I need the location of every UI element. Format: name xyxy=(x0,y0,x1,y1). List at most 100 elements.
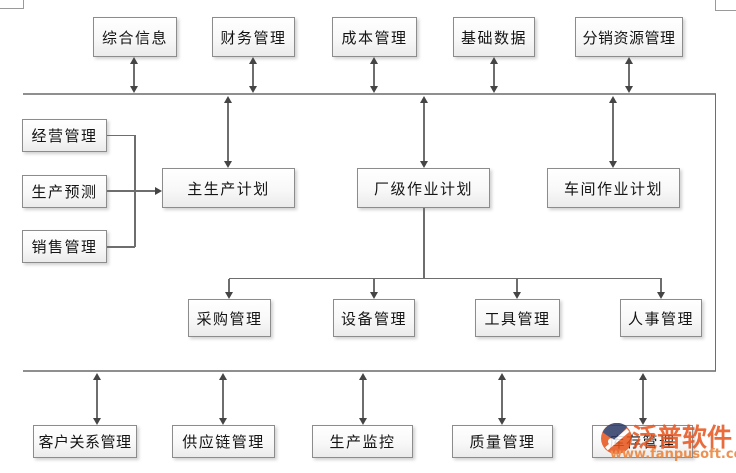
edge-bus-distribution-arrowhead-down xyxy=(625,86,633,93)
node-workshop-plan: 车间作业计划 xyxy=(547,168,680,208)
edge-bus-inventory-arrowhead-up xyxy=(639,373,647,380)
edge-bus-base-data-arrowhead-down xyxy=(490,86,498,93)
edge-bus-plant-plan-arrowhead-down xyxy=(420,161,428,168)
node-label: 经营管理 xyxy=(31,127,98,145)
node-label: 分销资源管理 xyxy=(582,28,676,47)
edge-branch-procurement-line xyxy=(228,279,230,293)
node-label: 销售管理 xyxy=(31,238,98,256)
edge-bus-distribution-line xyxy=(628,63,630,87)
node-label: 生产监控 xyxy=(329,433,396,451)
edge-bus-master-plan-arrowhead-up xyxy=(224,96,232,103)
node-base-data: 基础数据 xyxy=(453,17,535,57)
edge-bus-general-info-arrowhead-up xyxy=(130,57,138,64)
branch-bus-line xyxy=(228,277,662,280)
edge-bus-general-info-line xyxy=(133,63,135,87)
edge-bus-distribution-arrowhead-up xyxy=(625,57,633,64)
edge-bus-base-data-arrowhead-up xyxy=(490,57,498,64)
node-business: 经营管理 xyxy=(22,119,107,152)
node-label: 基础数据 xyxy=(460,28,527,47)
edge-bus-plant-plan-line xyxy=(423,102,425,162)
edge-bus-general-info-arrowhead-down xyxy=(130,86,138,93)
node-master-plan: 主生产计划 xyxy=(162,168,295,208)
edge-bus-finance-line xyxy=(252,63,254,87)
edge-bus-cost-arrowhead-down xyxy=(370,86,378,93)
edge-bus-quality-arrowhead-up xyxy=(498,373,506,380)
node-label: 质量管理 xyxy=(469,433,536,451)
node-label: 主生产计划 xyxy=(187,179,270,198)
node-label: 客户关系管理 xyxy=(38,433,132,451)
edge-bus-quality-arrowhead-down xyxy=(498,418,506,425)
edge-bus-finance-arrowhead-down xyxy=(249,86,257,93)
node-distribution: 分销资源管理 xyxy=(575,17,683,57)
node-label: 生产预测 xyxy=(31,183,98,201)
node-monitor: 生产监控 xyxy=(312,425,413,458)
edge-bus-master-plan-arrowhead-down xyxy=(224,161,232,168)
node-label: 综合信息 xyxy=(101,28,168,47)
top-right-partial-frame xyxy=(715,0,736,11)
edge-bus-workshop-plan-arrowhead-down xyxy=(609,161,617,168)
node-label: 采购管理 xyxy=(196,309,263,328)
edge-branch-hr-arrowhead-down xyxy=(657,292,665,299)
edge-bus-monitor-arrowhead-up xyxy=(359,373,367,380)
edge-bus-workshop-plan-line xyxy=(612,102,614,162)
node-label: 工具管理 xyxy=(484,309,551,328)
node-label: 厂级作业计划 xyxy=(373,179,473,198)
edge-branch-procurement-arrowhead-down xyxy=(225,292,233,299)
edge-branch-tools-line xyxy=(516,279,518,293)
node-scm: 供应链管理 xyxy=(172,425,275,458)
node-label: 车间作业计划 xyxy=(563,179,663,198)
top-left-partial-frame xyxy=(0,0,24,9)
edge-bus-monitor-arrowhead-down xyxy=(359,418,367,425)
edge-bus-cost-line xyxy=(373,63,375,87)
edge-business-stub-line xyxy=(107,134,135,136)
edge-branch-tools-arrowhead-down xyxy=(513,292,521,299)
edge-forecast-master-arrowhead xyxy=(155,187,162,196)
edge-branch-hr-line xyxy=(660,279,662,293)
node-cost: 成本管理 xyxy=(332,17,417,57)
edge-branch-equipment-line xyxy=(373,279,375,293)
edge-bus-finance-arrowhead-up xyxy=(249,57,257,64)
edge-bus-crm-arrowhead-down xyxy=(93,418,101,425)
edge-bus-scm-arrowhead-down xyxy=(219,418,227,425)
edge-bus-base-data-line xyxy=(493,63,495,87)
edge-bus-inventory-line xyxy=(642,379,644,419)
node-plant-plan: 厂级作业计划 xyxy=(357,168,490,208)
node-label: 设备管理 xyxy=(340,309,407,328)
top-bus-line xyxy=(23,93,716,95)
node-label: 成本管理 xyxy=(341,28,408,47)
node-quality: 质量管理 xyxy=(452,425,553,458)
bottom-bus-line xyxy=(23,370,716,372)
edge-forecast-master-line xyxy=(107,190,155,192)
watermark-brand-text: 泛普软件 xyxy=(632,423,733,452)
watermark: 泛普软件 www.fanpusoft.com xyxy=(598,420,736,464)
edge-plant-plan-down-line xyxy=(423,208,425,279)
node-sales: 销售管理 xyxy=(22,230,107,263)
edge-bus-crm-arrowhead-up xyxy=(93,373,101,380)
edge-bus-crm-line xyxy=(96,379,98,419)
node-forecast: 生产预测 xyxy=(22,175,107,208)
edge-bus-quality-line xyxy=(501,379,503,419)
edge-bus-workshop-plan-arrowhead-up xyxy=(609,96,617,103)
watermark-url-text: www.fanpusoft.com xyxy=(610,447,736,462)
node-hr: 人事管理 xyxy=(620,299,702,337)
edge-bus-inventory-arrowhead-down xyxy=(639,418,647,425)
edge-bus-scm-arrowhead-up xyxy=(219,373,227,380)
node-general-info: 综合信息 xyxy=(93,17,177,57)
fanpu-logo-icon xyxy=(601,423,632,454)
node-label: 人事管理 xyxy=(627,309,694,328)
edge-bus-plant-plan-arrowhead-up xyxy=(420,96,428,103)
node-tools: 工具管理 xyxy=(475,299,560,337)
node-label: 供应链管理 xyxy=(182,433,265,451)
edge-sales-stub-line xyxy=(107,246,135,248)
edge-bus-scm-line xyxy=(222,379,224,419)
edge-branch-equipment-arrowhead-down xyxy=(370,292,378,299)
node-equipment: 设备管理 xyxy=(333,299,415,337)
node-finance: 财务管理 xyxy=(212,17,295,57)
right-bus-connector-line xyxy=(714,94,716,371)
edge-bus-cost-arrowhead-up xyxy=(370,57,378,64)
node-procurement: 采购管理 xyxy=(188,299,271,337)
edge-bus-monitor-line xyxy=(362,379,364,419)
node-label: 财务管理 xyxy=(220,28,287,47)
node-crm: 客户关系管理 xyxy=(33,425,137,458)
